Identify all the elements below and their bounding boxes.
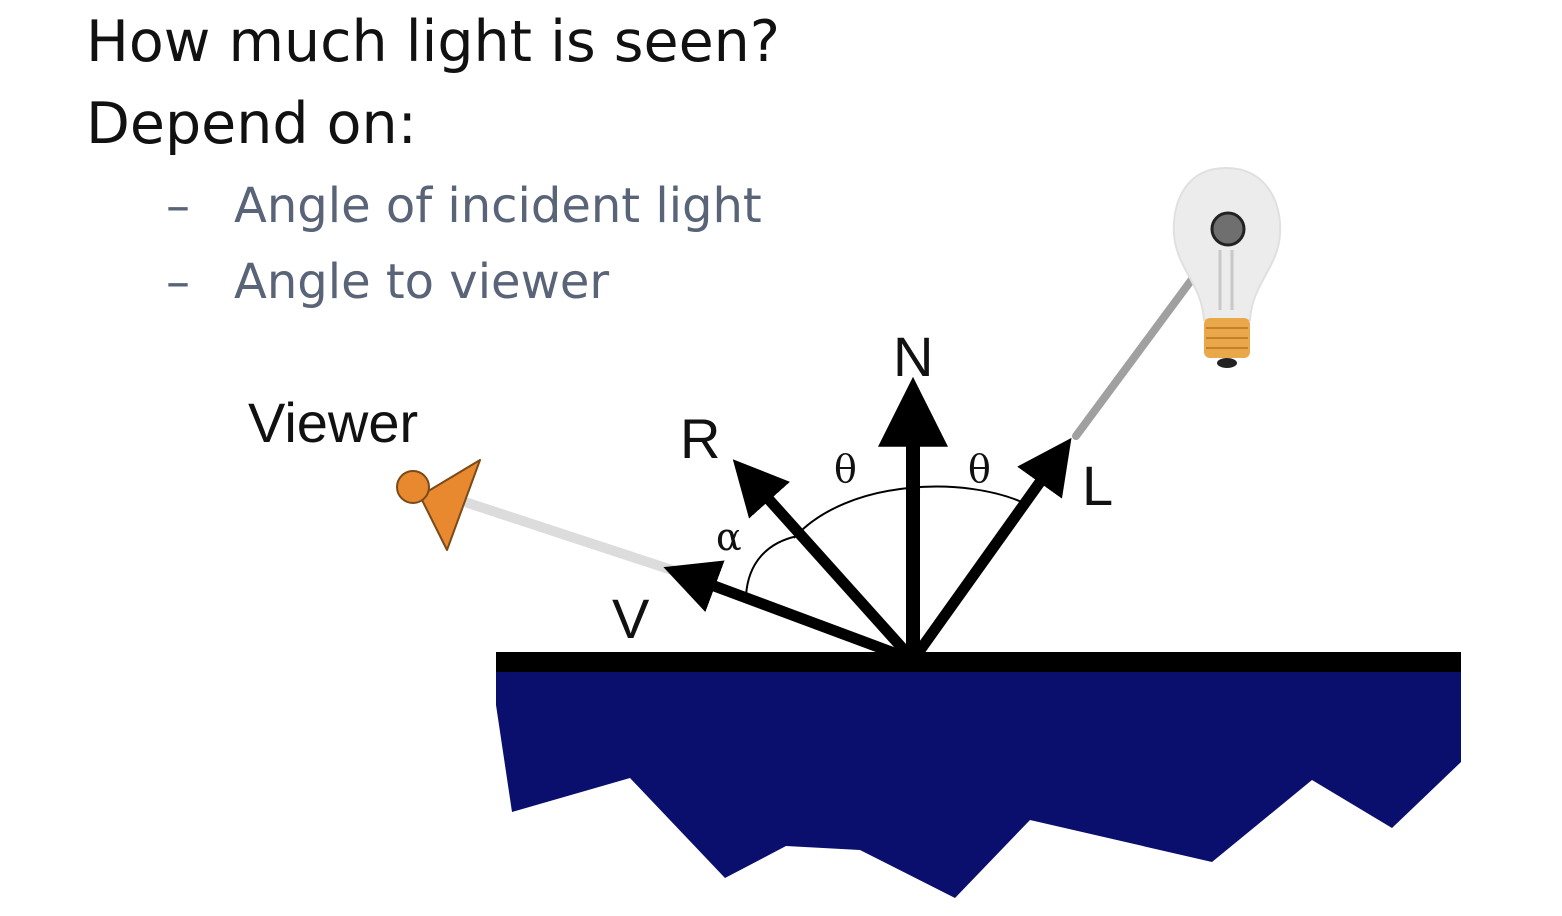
theta-left-label: θ [834, 447, 857, 491]
alpha-label: α [716, 515, 742, 559]
view-ray [463, 498, 683, 577]
view-label: V [612, 587, 650, 650]
slide-title: How much light is seen? [86, 9, 781, 75]
bullet-dash: – [166, 178, 190, 234]
bullet-viewer-angle: –Angle to viewer [166, 258, 609, 306]
theta-right-label: θ [968, 447, 991, 491]
bullet-text: Angle to viewer [234, 254, 610, 310]
view-arrow [663, 560, 915, 666]
light-label: L [1082, 454, 1113, 517]
bullet-dash: – [166, 254, 190, 310]
viewer-label: Viewer [248, 391, 418, 454]
reflected-arrow [732, 459, 918, 664]
normal-label: N [893, 325, 933, 388]
alpha-arc [745, 535, 799, 597]
surface-top-edge [496, 652, 1461, 672]
reflected-label: R [680, 407, 720, 470]
slide-subtitle: Depend on: [86, 91, 417, 157]
bullet-incident-light: –Angle of incident light [166, 182, 762, 230]
bullet-text: Angle of incident light [234, 178, 762, 234]
surface-body [496, 666, 1461, 898]
light-arrow [908, 437, 1072, 664]
light-bulb-icon [1172, 166, 1282, 368]
viewer-eye-icon [396, 459, 481, 551]
